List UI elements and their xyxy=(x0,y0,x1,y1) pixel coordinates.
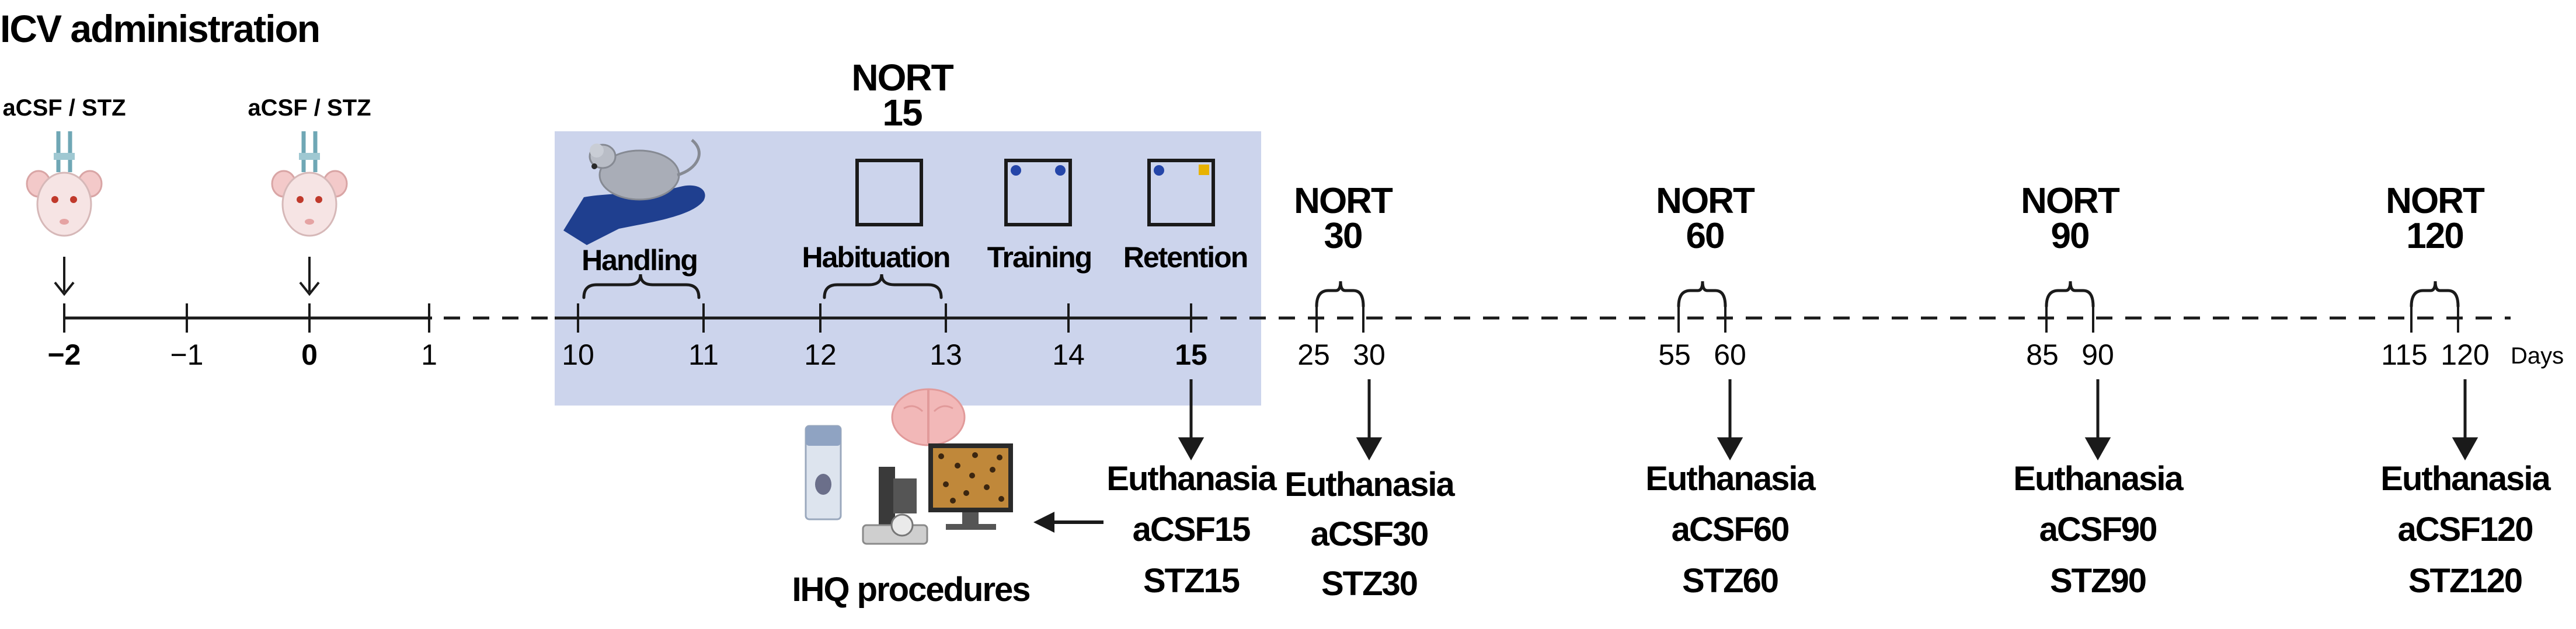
tick-label: −1 xyxy=(170,338,203,371)
microscope-icon xyxy=(862,467,928,545)
tick-label: 0 xyxy=(301,338,318,371)
euthanasia-acsf: aCSF15 xyxy=(1133,511,1251,548)
tick-label: 25 xyxy=(1297,338,1330,371)
euthanasia-label: Euthanasia xyxy=(1645,460,1816,498)
euthanasia-label: Euthanasia xyxy=(2013,460,2184,498)
retention-arena-icon xyxy=(1147,159,1215,226)
nort15-title: NORT xyxy=(851,57,953,99)
tick-label: 15 xyxy=(1175,338,1207,371)
mouse-injection-icon: aCSF / STZ xyxy=(248,95,371,237)
nort-day: 60 xyxy=(1686,216,1724,256)
nort-title: NORT xyxy=(2021,181,2120,221)
euthanasia-arrow xyxy=(1178,379,2478,461)
injection-label: aCSF / STZ xyxy=(248,95,371,121)
nort-title: NORT xyxy=(2386,181,2485,221)
hand-with-mouse-icon xyxy=(563,139,705,245)
phase-training: Training xyxy=(987,241,1091,274)
phase-habituation: Habituation xyxy=(802,241,950,274)
tick-label: 90 xyxy=(2081,338,2114,371)
mouse-injection-icon: aCSF / STZ xyxy=(2,95,126,237)
euthanasia-acsf: aCSF30 xyxy=(1311,515,1428,553)
tick-label: 55 xyxy=(1658,338,1691,371)
nort-title: NORT xyxy=(1656,181,1755,221)
euthanasia-acsf: aCSF90 xyxy=(2039,511,2157,548)
nort-day: 120 xyxy=(2406,216,2463,256)
injection-arrow xyxy=(54,257,320,296)
tick-label: 85 xyxy=(2026,338,2059,371)
nort-day: 30 xyxy=(1324,216,1362,256)
euthanasia-stz: STZ15 xyxy=(1143,562,1240,600)
ihq-label: IHQ procedures xyxy=(792,571,1029,609)
euthanasia-stz: STZ90 xyxy=(2050,562,2146,600)
euthanasia-acsf: aCSF120 xyxy=(2397,511,2532,548)
title: ICV administration xyxy=(0,7,319,50)
phase-brace xyxy=(582,274,2460,308)
tick-label: 60 xyxy=(1714,338,1746,371)
nort-day: 90 xyxy=(2051,216,2089,256)
tick-label: 11 xyxy=(688,338,719,371)
phase-handling: Handling xyxy=(582,244,697,277)
euthanasia-stz: STZ120 xyxy=(2408,562,2522,600)
tick-label: 10 xyxy=(562,338,594,371)
tick-label: 12 xyxy=(804,338,837,371)
habituation-arena-icon xyxy=(855,159,923,226)
tick-label: 120 xyxy=(2441,338,2489,371)
euthanasia-label: Euthanasia xyxy=(1284,466,1455,504)
euthanasia-stz: STZ60 xyxy=(1682,562,1778,600)
tick-label: 115 xyxy=(2381,338,2428,371)
slide-icon xyxy=(805,425,842,520)
phase-retention: Retention xyxy=(1123,241,1248,274)
days-label: Days xyxy=(2511,343,2564,369)
euthanasia-acsf: aCSF60 xyxy=(1672,511,1789,548)
nort-title: NORT xyxy=(1294,181,1393,221)
tick-label: 30 xyxy=(1353,338,1386,371)
euthanasia-label: Euthanasia xyxy=(1106,460,1277,498)
nort15-day: 15 xyxy=(882,92,922,134)
tick-label: −2 xyxy=(47,338,81,371)
timeline-ticks xyxy=(63,303,2459,333)
ihq-arrow xyxy=(1033,512,1103,533)
tick-label: 13 xyxy=(930,338,962,371)
euthanasia-stz: STZ30 xyxy=(1321,565,1417,603)
tick-label: 1 xyxy=(421,338,437,371)
training-arena-icon xyxy=(1004,159,1072,226)
euthanasia-label: Euthanasia xyxy=(2380,460,2551,498)
injection-label: aCSF / STZ xyxy=(2,95,126,121)
brain-icon xyxy=(891,388,966,446)
monitor-icon xyxy=(928,443,1013,530)
tick-label: 14 xyxy=(1052,338,1085,371)
